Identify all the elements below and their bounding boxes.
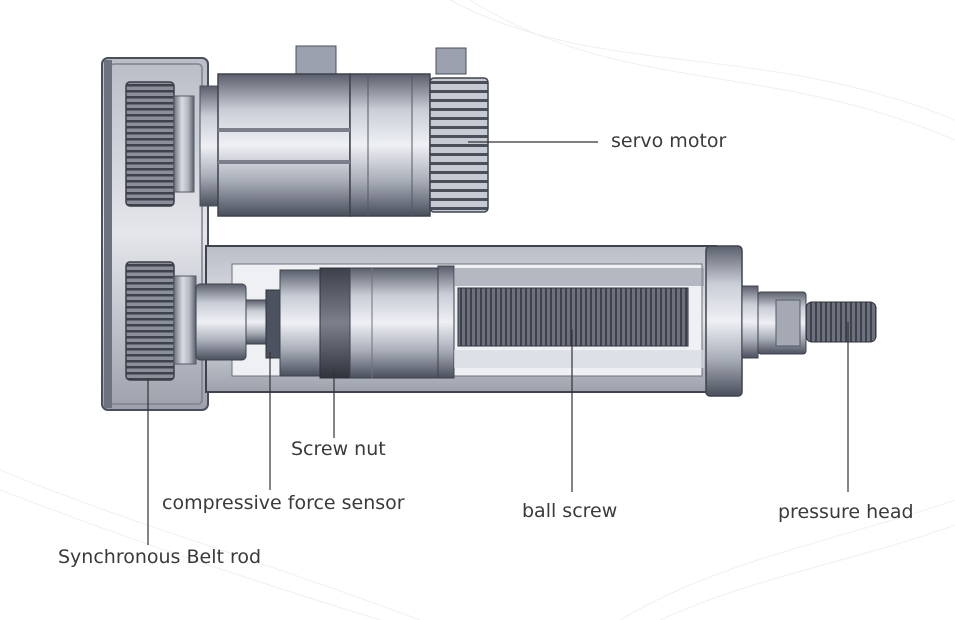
ball-screw-part [437,265,704,379]
label-synchronous-belt-rod: Synchronous Belt rod [58,546,262,568]
lower-pulley [125,261,197,381]
label-compressive-force-sensor: compressive force sensor [162,492,405,514]
pressure-head-part [741,285,877,359]
label-screw-nut: Screw nut [291,438,386,460]
label-ball-screw: ball screw [522,500,618,522]
leader-lines [147,141,849,545]
screw-nut-part [319,267,439,379]
label-servo-motor: servo motor [611,130,727,152]
servo-motor [199,45,489,217]
label-pressure-head: pressure head [778,501,914,523]
force-sensor-part [265,269,321,377]
upper-pulley [125,81,195,207]
